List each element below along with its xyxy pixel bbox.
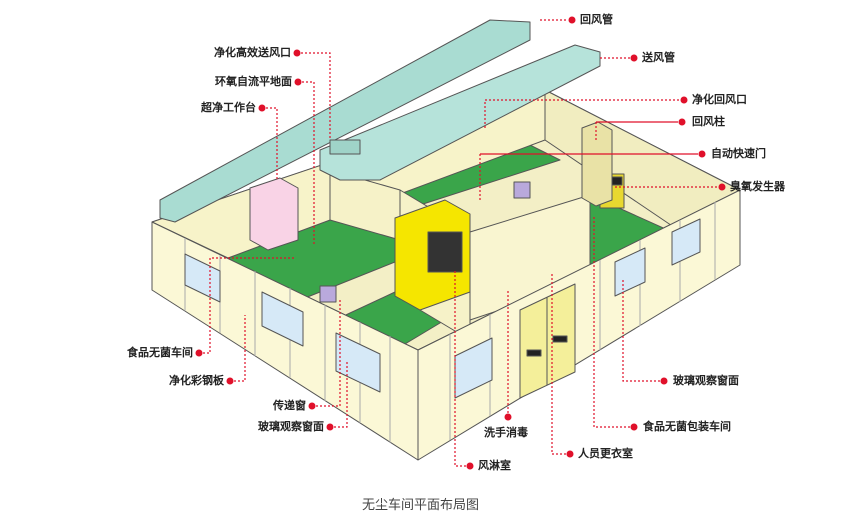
pass-box-2 (513, 181, 531, 199)
window-left-1 (184, 253, 221, 303)
label-packaging-workshop: 食品无菌包装车间 (643, 420, 731, 433)
label-steel-panel: 净化彩钢板 (169, 374, 224, 387)
label-glass-window-left: 玻璃观察窗面 (258, 420, 324, 433)
label-return-duct: 回风管 (580, 13, 613, 26)
front-right-wall (417, 189, 741, 461)
label-return-vent: 净化回风口 (692, 93, 747, 106)
label-epoxy-floor: 环氧自流平地面 (215, 75, 292, 88)
clean-bench (249, 177, 299, 251)
label-hepa-outlet: 净化高效送风口 (214, 46, 291, 59)
label-clean-bench: 超净工作台 (201, 101, 256, 114)
label-ozone-generator: 臭氧发生器 (730, 180, 785, 193)
leader-lines (203, 19, 718, 467)
diagram-caption: 无尘车间平面布局图 (361, 498, 479, 513)
return-column (581, 121, 613, 207)
hepa-outlet (329, 139, 361, 155)
label-hand-wash: 洗手消毒 (484, 426, 528, 439)
pass-box (319, 285, 337, 303)
label-fast-door: 自动快速门 (711, 147, 766, 160)
label-food-workshop: 食品无菌车间 (127, 346, 193, 359)
window-left-2 (261, 291, 304, 347)
leader-dots (195, 16, 726, 470)
label-supply-duct: 送风管 (642, 51, 675, 64)
label-glass-window-right: 玻璃观察窗面 (673, 374, 739, 387)
supply-air-duct (319, 44, 601, 181)
return-air-duct (159, 19, 531, 223)
window-left-3 (335, 332, 381, 393)
window-right-3 (671, 218, 701, 266)
label-pass-box: 传递窗 (273, 399, 306, 412)
label-return-column: 回风柱 (692, 115, 725, 128)
label-air-shower: 风淋室 (478, 459, 511, 472)
label-changing-room: 人员更衣室 (578, 447, 633, 460)
